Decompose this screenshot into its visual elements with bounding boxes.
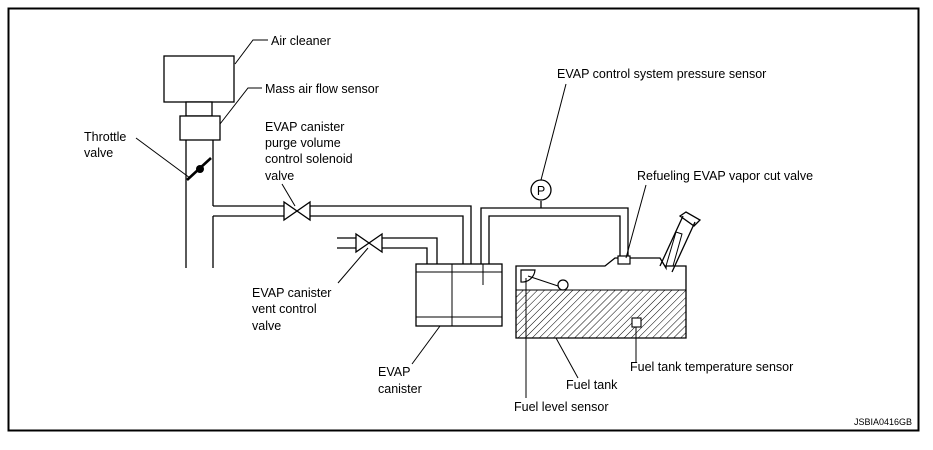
tank-vapor-line-outer [480, 207, 629, 264]
label-air-cleaner: Air cleaner [271, 34, 331, 48]
fuel-level-float [557, 279, 569, 291]
leader-pressure-sensor [540, 83, 567, 181]
label-vent-valve-3: valve [252, 319, 281, 333]
leader-maf-sensor [219, 87, 262, 125]
label-pressure-sensor: EVAP control system pressure sensor [557, 67, 766, 81]
leader-air-cleaner [234, 39, 268, 65]
label-refueling-vapor-cut-valve: Refueling EVAP vapor cut valve [637, 169, 813, 183]
label-purge-valve-1: EVAP canister [265, 120, 344, 134]
vent-line [337, 237, 438, 264]
fuel-tank-temperature-sensor [631, 317, 642, 328]
figure-code: JSBIA0416GB [854, 417, 912, 427]
leader-canister [411, 325, 441, 365]
label-mass-air-flow-sensor: Mass air flow sensor [265, 82, 379, 96]
refueling-vapor-cut-valve [617, 255, 631, 265]
intake-neck [185, 101, 213, 117]
mass-air-flow-sensor-body [179, 115, 221, 141]
leader-throttle [135, 137, 191, 179]
purge-volume-control-solenoid-valve [283, 200, 311, 222]
leader-purge-valve [281, 183, 296, 207]
purge-line-upper [213, 205, 472, 264]
evap-canister-body [415, 263, 503, 327]
filler-neck [659, 215, 696, 273]
label-canister-2: canister [378, 382, 422, 396]
leader-refuel-valve [625, 184, 647, 259]
label-fuel-temp-sensor: Fuel tank temperature sensor [630, 360, 793, 374]
throttle-pivot [196, 165, 204, 173]
label-purge-valve-4: valve [265, 169, 294, 183]
air-cleaner-box [163, 55, 235, 103]
leader-fuel-tank [555, 337, 579, 379]
label-vent-valve-1: EVAP canister [252, 286, 331, 300]
diagram-border [7, 7, 920, 432]
label-purge-valve-3: control solenoid [265, 152, 353, 166]
vent-control-valve [355, 232, 383, 254]
fuel-tank-outline [515, 257, 687, 339]
label-fuel-level-sensor: Fuel level sensor [514, 400, 609, 414]
filler-cap [678, 211, 702, 227]
label-throttle-valve-1: Throttle [84, 130, 126, 144]
fuel-level-float-arm [527, 275, 559, 287]
leader-vent-valve [337, 247, 369, 284]
filler-breather-tube [665, 231, 683, 267]
fuel-level-hatch [516, 290, 686, 338]
label-canister-1: EVAP [378, 365, 410, 379]
label-vent-valve-2: vent control [252, 302, 317, 316]
label-throttle-valve-2: valve [84, 146, 113, 160]
tank-vapor-line-inner [488, 215, 621, 264]
purge-line-lower [213, 215, 464, 264]
pressure-sensor-symbol: P [537, 184, 545, 198]
label-purge-valve-2: purge volume [265, 136, 341, 150]
label-fuel-tank: Fuel tank [566, 378, 618, 392]
